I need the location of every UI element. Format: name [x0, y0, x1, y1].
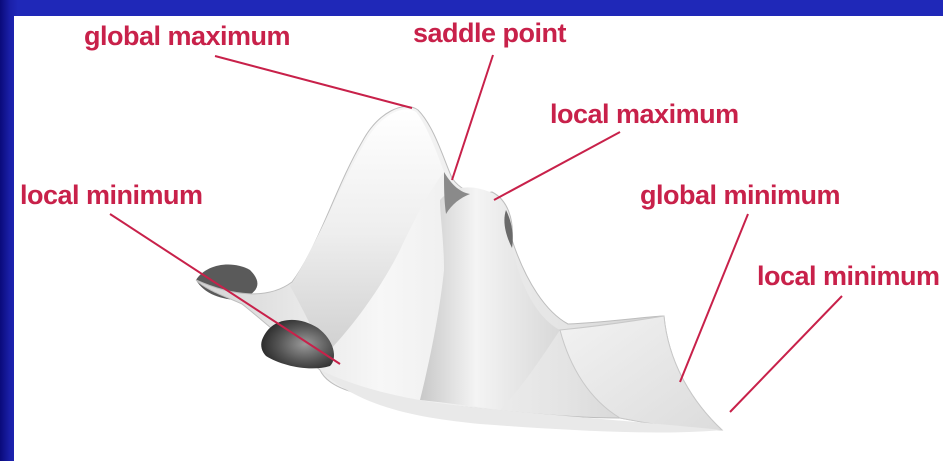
label-saddle-point: saddle point: [413, 18, 567, 48]
leader-local-maximum: [494, 132, 620, 200]
label-local-maximum: local maximum: [550, 99, 739, 129]
leader-global-minimum: [680, 214, 748, 382]
leader-global-maximum: [215, 56, 412, 108]
label-global-minimum: global minimum: [640, 180, 840, 210]
label-local-minimum-right: local minimum: [757, 261, 940, 291]
label-global-maximum: global maximum: [84, 21, 290, 51]
leader-local-minimum-right: [730, 296, 842, 412]
leader-saddle-point: [452, 55, 493, 180]
label-local-minimum-left: local minimum: [20, 180, 203, 210]
